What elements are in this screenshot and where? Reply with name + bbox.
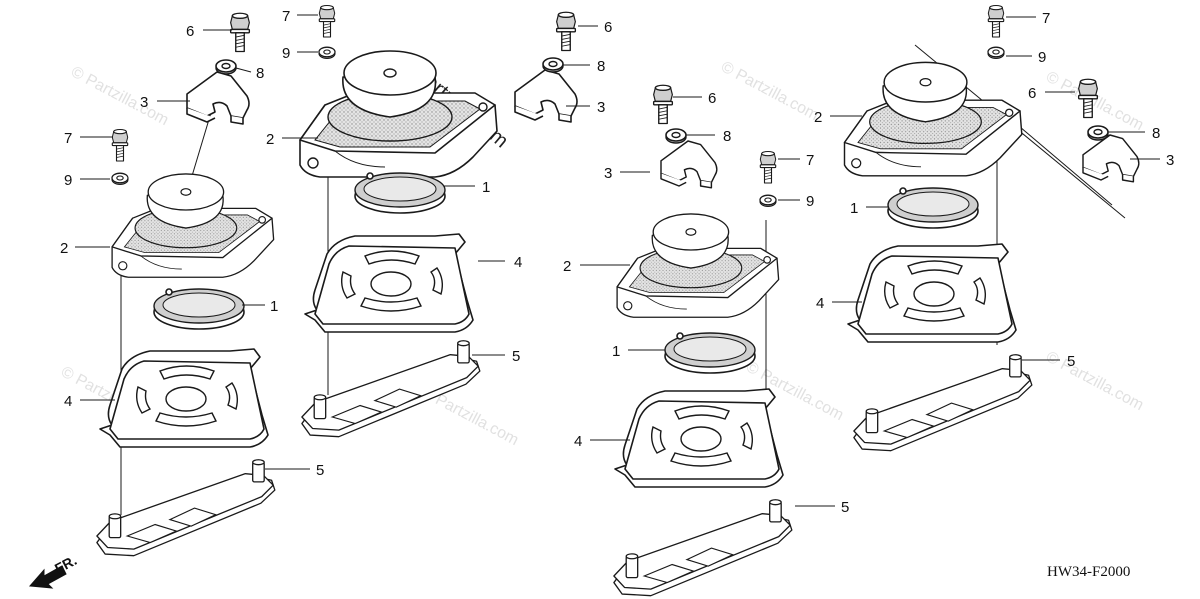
washer-small (759, 194, 777, 208)
slotted-clip (1082, 134, 1140, 183)
washer-small (318, 46, 336, 60)
flange-bolt (318, 4, 336, 38)
washer-small (987, 46, 1005, 60)
callout-6: 6 (1028, 85, 1036, 102)
callout-7: 7 (64, 130, 72, 147)
assembly-a (96, 12, 276, 557)
bracket-base (613, 499, 793, 597)
callout-4: 4 (816, 295, 824, 312)
slotted-clip (514, 69, 578, 123)
callout-2: 2 (266, 131, 274, 148)
flange-bolt (229, 12, 251, 53)
watermark-text: © Partzilla.com (718, 59, 821, 125)
diagram-reference-code: HW34-F2000 (1047, 564, 1130, 580)
front-arrow-icon (28, 565, 67, 589)
callout-8: 8 (256, 65, 264, 82)
rubber-mount (843, 61, 1023, 177)
bracket-base (853, 354, 1033, 452)
cutout-plate (614, 388, 784, 488)
callout-2: 2 (814, 109, 822, 126)
flange-bolt (1077, 78, 1099, 119)
callout-5: 5 (1067, 353, 1075, 370)
bracket-base (96, 459, 276, 557)
front-direction-indicator: FR. (28, 552, 79, 589)
callout-8: 8 (723, 128, 731, 145)
callout-3: 3 (140, 94, 148, 111)
rubber-mount (616, 213, 780, 318)
callout-3: 3 (597, 99, 605, 116)
cutout-plate (99, 348, 269, 448)
callout-1: 1 (270, 298, 278, 315)
callout-6: 6 (604, 19, 612, 36)
washer-small (542, 57, 564, 73)
callout-5: 5 (316, 462, 324, 479)
callout-4: 4 (574, 433, 582, 450)
callout-9: 9 (64, 172, 72, 189)
callout-1: 1 (612, 343, 620, 360)
washer-part (887, 187, 979, 229)
assembly-c (613, 84, 793, 597)
callout-1: 1 (850, 200, 858, 217)
flange-bolt (759, 150, 777, 184)
washer-small (111, 172, 129, 186)
callout-7: 7 (282, 8, 290, 25)
watermark-text: © Partzilla.com (1043, 69, 1146, 135)
washer-part (153, 288, 245, 330)
callout-9: 9 (806, 193, 814, 210)
washer-small (665, 128, 687, 144)
assembly-b (299, 4, 578, 438)
callout-7: 7 (1042, 10, 1050, 27)
callout-5: 5 (512, 348, 520, 365)
rubber-mount (111, 173, 275, 278)
cutout-plate (304, 233, 474, 333)
callout-numbers: 6 8 3 7 9 2 1 4 5 7 9 2 1 4 5 6 8 3 6 8 … (60, 8, 1174, 516)
callout-6: 6 (708, 90, 716, 107)
flange-bolt (111, 128, 129, 162)
callout-6: 6 (186, 23, 194, 40)
callout-9: 9 (282, 45, 290, 62)
rubber-mount (299, 50, 498, 178)
flange-bolt (652, 84, 674, 125)
flange-bolt (987, 4, 1005, 38)
cutout-plate (847, 243, 1017, 343)
callout-3: 3 (604, 165, 612, 182)
callout-1: 1 (482, 179, 490, 196)
washer-part (664, 332, 756, 374)
callout-7: 7 (806, 152, 814, 169)
callout-2: 2 (563, 258, 571, 275)
callout-leaders (75, 14, 1160, 507)
watermark-text: © Partzilla.com (1043, 349, 1146, 415)
callout-3: 3 (1166, 152, 1174, 169)
callout-9: 9 (1038, 49, 1046, 66)
slotted-clip (186, 71, 250, 125)
callout-4: 4 (64, 393, 72, 410)
assembly-d (843, 4, 1140, 452)
bracket-base (301, 340, 481, 438)
slotted-clip (660, 140, 718, 189)
callout-2: 2 (60, 240, 68, 257)
callout-5: 5 (841, 499, 849, 516)
watermark-text: © Partzilla.com (68, 64, 171, 130)
callout-4: 4 (514, 254, 522, 271)
callout-8: 8 (1152, 125, 1160, 142)
callout-8: 8 (597, 58, 605, 75)
flange-bolt (555, 11, 577, 52)
washer-part (354, 172, 446, 214)
